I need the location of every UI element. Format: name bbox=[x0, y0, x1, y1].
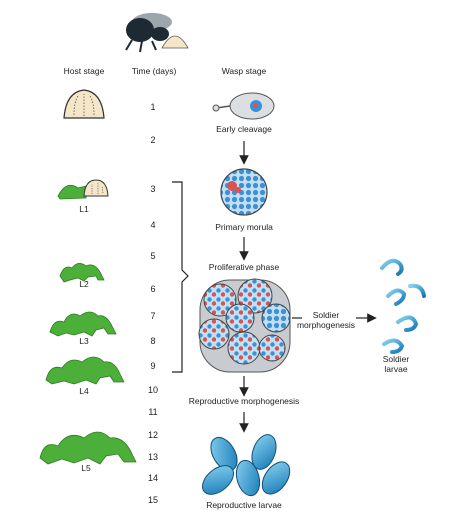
day-column: 1 2 3 4 5 6 7 8 9 10 11 12 13 14 15 bbox=[148, 102, 158, 505]
host-egg-icon bbox=[63, 89, 105, 119]
host-stage-label-l2: L2 bbox=[79, 279, 89, 289]
day-label: 13 bbox=[148, 452, 158, 462]
host-stage-label-l4: L4 bbox=[79, 386, 89, 396]
day-label: 9 bbox=[150, 361, 155, 371]
soldier-larvae-label: larvae bbox=[384, 364, 407, 374]
day-label: 10 bbox=[148, 385, 158, 395]
host-stage-label-l5: L5 bbox=[81, 463, 91, 473]
wasp-icon bbox=[125, 13, 189, 53]
proliferative-phase-label: Proliferative phase bbox=[209, 262, 280, 272]
caterpillar-l4-icon bbox=[45, 356, 125, 385]
day-label: 8 bbox=[150, 336, 155, 346]
day-label: 11 bbox=[148, 407, 157, 417]
reproductive-larvae-icon bbox=[202, 434, 291, 497]
early-cleavage-label: Early cleavage bbox=[216, 124, 272, 134]
soldier-morphogenesis-label: morphogenesis bbox=[297, 320, 355, 330]
polymorula-cluster-icon bbox=[198, 278, 291, 373]
caterpillar-l2-icon bbox=[59, 263, 105, 283]
soldier-morphogenesis-label: Soldier bbox=[313, 310, 340, 320]
primary-morula-label: Primary morula bbox=[215, 222, 273, 232]
day-label: 15 bbox=[148, 495, 158, 505]
host-stage-label-l1: L1 bbox=[79, 204, 89, 214]
day-label: 1 bbox=[150, 102, 155, 112]
day-label: 2 bbox=[150, 135, 155, 145]
proliferation-bracket bbox=[172, 181, 189, 373]
day-label: 5 bbox=[150, 251, 155, 261]
day-label: 3 bbox=[150, 184, 155, 194]
header-wasp-stage: Wasp stage bbox=[222, 66, 267, 76]
soldier-larvae-label: Soldier bbox=[383, 354, 410, 364]
caterpillar-l1-icon bbox=[57, 179, 109, 200]
reproductive-larvae-label: Reproductive larvae bbox=[206, 500, 282, 510]
soldier-larvae-icon bbox=[380, 258, 426, 354]
caterpillar-l5-icon bbox=[39, 431, 137, 465]
early-cleavage-icon bbox=[212, 92, 275, 120]
caterpillar-l3-icon bbox=[49, 311, 117, 337]
reproductive-morphogenesis-label: Reproductive morphogenesis bbox=[189, 396, 300, 406]
header-time: Time (days) bbox=[132, 66, 177, 76]
day-label: 12 bbox=[148, 430, 158, 440]
day-label: 4 bbox=[150, 220, 155, 230]
day-label: 6 bbox=[150, 284, 155, 294]
header-host-stage: Host stage bbox=[64, 66, 105, 76]
day-label: 14 bbox=[148, 473, 158, 483]
day-label: 7 bbox=[150, 311, 155, 321]
primary-morula-icon bbox=[220, 168, 268, 216]
host-stage-label-l3: L3 bbox=[79, 336, 89, 346]
